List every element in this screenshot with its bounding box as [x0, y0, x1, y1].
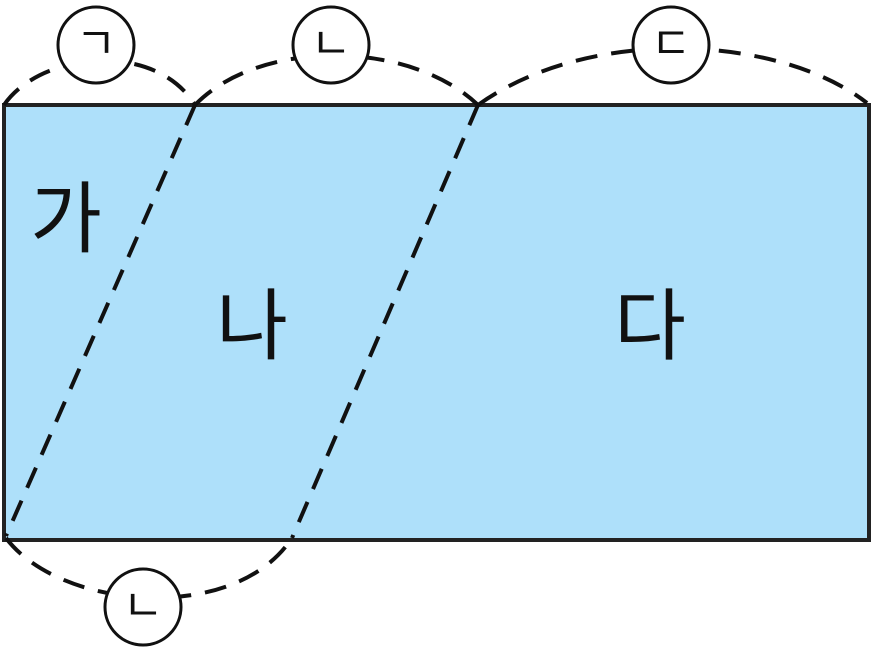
region-label-na: 나: [216, 282, 288, 372]
marker-top-right: ㄷ: [631, 5, 711, 85]
dashed-divider-left: [4, 104, 197, 537]
marker-top-left-label: ㄱ: [76, 19, 116, 70]
arc-top-right: [476, 46, 869, 107]
marker-top-middle: ㄴ: [291, 5, 371, 85]
region-label-ga: 가: [30, 175, 102, 265]
marker-top-left: ㄱ: [56, 5, 136, 85]
marker-top-right-label: ㄷ: [651, 19, 691, 70]
arc-top-left: [2, 58, 197, 107]
marker-bottom: ㄴ: [103, 567, 183, 647]
blue-rectangle: [2, 103, 871, 542]
marker-bottom-label: ㄴ: [123, 581, 163, 632]
region-label-da: 다: [614, 282, 686, 372]
marker-top-middle-label: ㄴ: [311, 19, 351, 70]
dashed-divider-right: [290, 104, 480, 539]
